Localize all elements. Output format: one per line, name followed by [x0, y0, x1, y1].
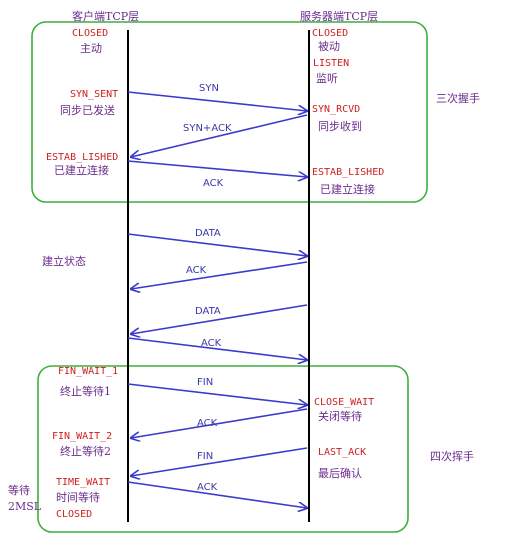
- server-established: ESTAB_LISHED: [312, 167, 384, 178]
- teardown-label: 四次挥手: [430, 449, 474, 463]
- msg-data-1: DATA: [195, 228, 221, 239]
- client-closed: CLOSED: [72, 28, 108, 39]
- client-closed-end: CLOSED: [56, 509, 92, 520]
- client-time-wait-desc: 时间等待: [56, 490, 100, 504]
- teardown-box: [37, 365, 409, 533]
- ack-arrow-1: [127, 160, 307, 177]
- server-header: 服务器端TCP层: [300, 10, 378, 23]
- data-arrow-1: [127, 233, 307, 256]
- msg-syn-ack: SYN+ACK: [183, 123, 232, 134]
- established-state-label: 建立状态: [42, 254, 86, 268]
- client-fin-wait-1-desc: 终止等待1: [60, 384, 111, 398]
- msg-data-2: DATA: [195, 306, 221, 317]
- client-syn-sent: SYN_SENT: [70, 89, 118, 100]
- msg-ack-5: ACK: [197, 482, 218, 493]
- server-established-desc: 已建立连接: [320, 182, 375, 196]
- msg-ack-1: ACK: [203, 178, 224, 189]
- client-fin-wait-1: FIN_WAIT_1: [58, 366, 118, 377]
- server-closed: CLOSED: [312, 28, 348, 39]
- handshake-label: 三次握手: [436, 91, 480, 105]
- fin-arrow-1: [127, 383, 307, 405]
- server-syn-rcvd-desc: 同步收到: [318, 119, 362, 133]
- server-listen-desc: 监听: [316, 72, 338, 85]
- client-established: ESTAB_LISHED: [46, 152, 118, 163]
- handshake-box: [31, 21, 428, 203]
- msg-ack-4: ACK: [197, 418, 218, 429]
- ack-arrow-3: [127, 337, 307, 360]
- msg-fin-1: FIN: [197, 377, 213, 388]
- wait-2msl-line-2: 2MSL: [8, 500, 42, 513]
- server-last-ack-desc: 最后确认: [318, 467, 362, 480]
- client-syn-sent-desc: 同步已发送: [60, 103, 115, 117]
- server-last-ack: LAST_ACK: [318, 447, 366, 458]
- syn-arrow: [127, 91, 307, 111]
- server-syn-rcvd: SYN_RCVD: [312, 104, 360, 115]
- server-passive: 被动: [318, 40, 340, 53]
- server-close-wait: CLOSE_WAIT: [314, 397, 374, 408]
- client-established-desc: 已建立连接: [54, 163, 109, 177]
- ack-arrow-4: [131, 408, 308, 438]
- syn-ack-arrow: [131, 114, 308, 157]
- data-arrow-2: [131, 304, 308, 334]
- server-listen: LISTEN: [313, 58, 349, 69]
- client-header: 客户端TCP层: [72, 9, 139, 23]
- msg-ack-2: ACK: [186, 265, 207, 276]
- client-time-wait: TIME_WAIT: [56, 477, 110, 488]
- fin-arrow-2: [131, 447, 308, 476]
- client-fin-wait-2: FIN_WAIT_2: [52, 431, 112, 442]
- server-close-wait-desc: 关闭等待: [318, 409, 362, 423]
- ack-arrow-5: [127, 481, 307, 508]
- msg-syn: SYN: [199, 83, 219, 94]
- client-fin-wait-2-desc: 终止等待2: [60, 444, 111, 458]
- wait-2msl-line-1: 等待: [8, 483, 30, 497]
- client-active: 主动: [80, 42, 102, 55]
- ack-arrow-2: [131, 261, 308, 289]
- msg-ack-3: ACK: [201, 338, 222, 349]
- msg-fin-2: FIN: [197, 451, 213, 462]
